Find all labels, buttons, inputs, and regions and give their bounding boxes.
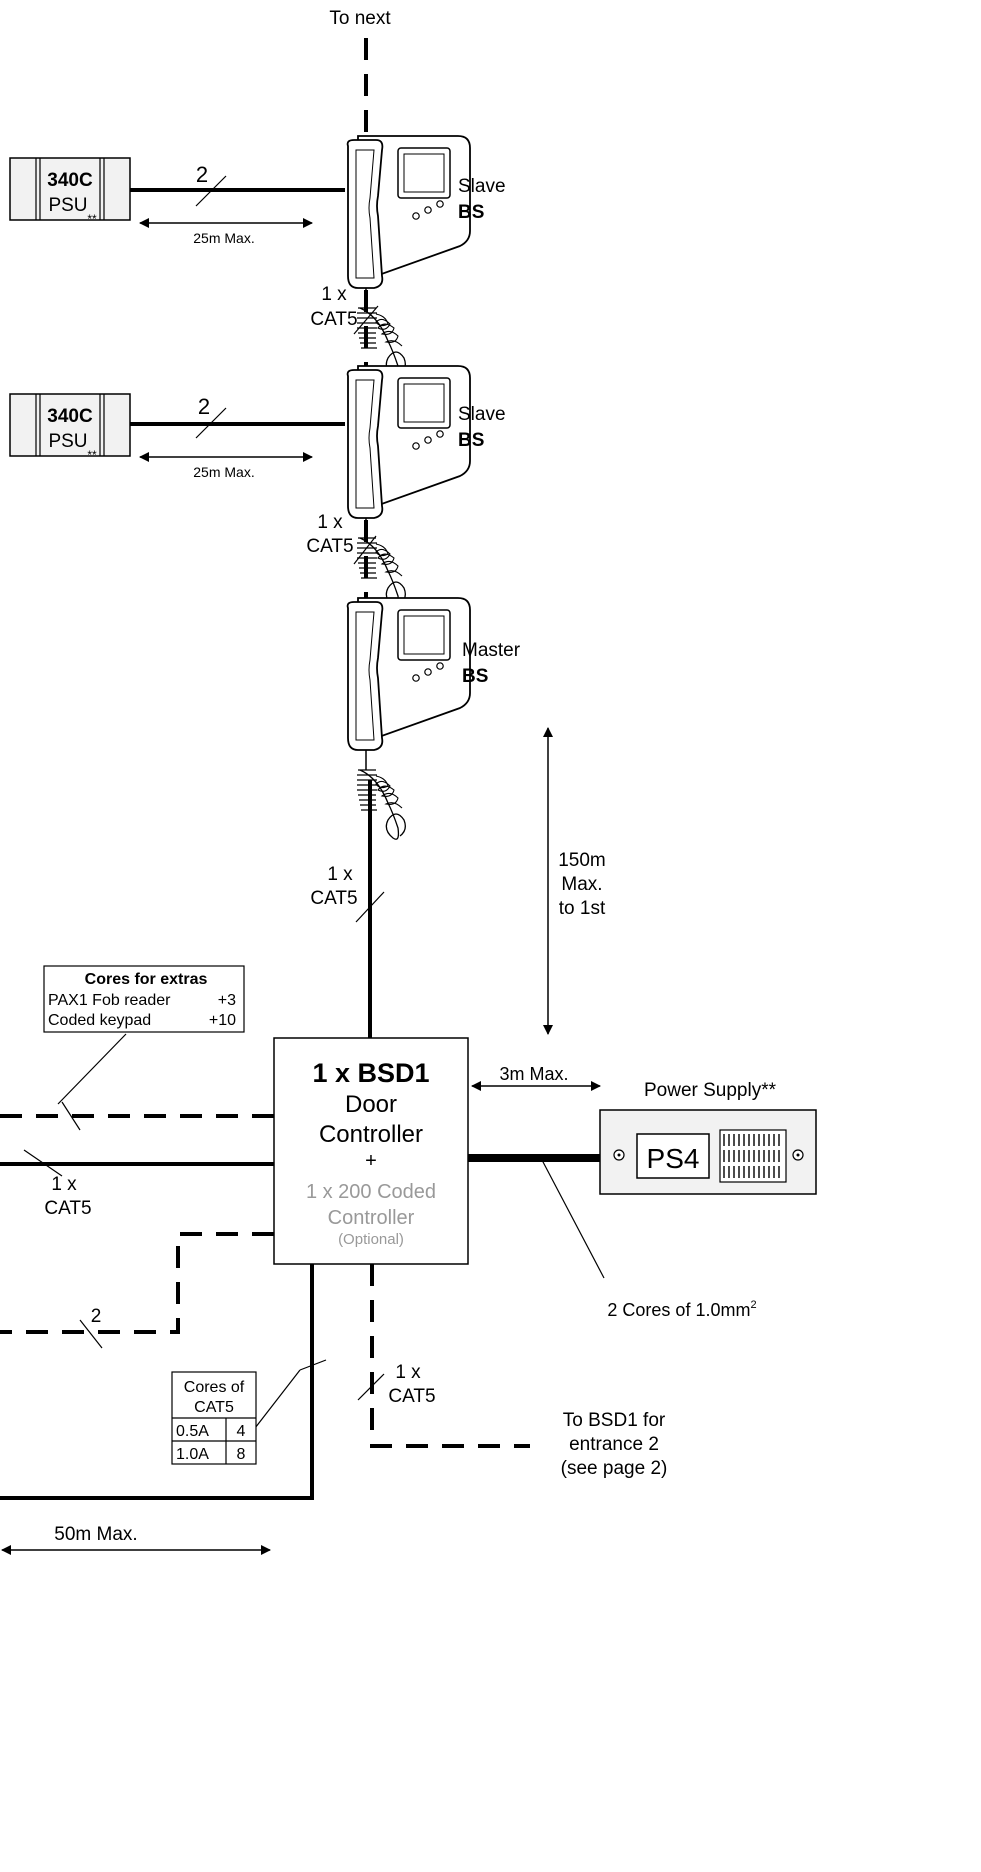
handset-role-1: Slave [458,176,506,197]
psu-distance-2: 25m Max. [193,464,254,480]
top-label: To next [329,8,391,29]
cat5-row2-current: 1.0A [176,1446,209,1463]
extras-item-2: Coded keypad [48,1012,151,1029]
extras-leader [57,1033,127,1105]
controller-opt-line2: Controller [328,1207,415,1229]
entrance2-line1: To BSD1 for [563,1410,666,1431]
controller-plus: + [365,1150,377,1172]
psu-unit-2: 340C PSU ** [9,393,131,462]
wire-tick [195,175,227,207]
riser-cable-qty: 1 x [327,864,353,885]
vent-grille-icon [719,1129,787,1183]
entrance2-line2: entrance 2 [569,1434,659,1455]
psu-mark-2: ** [87,448,97,462]
psu-unit-1: 340C PSU ** [9,157,131,226]
power-supply-label: Power Supply** [644,1080,777,1101]
cat5-row2-cores: 8 [237,1446,246,1463]
controller-line2: Door [345,1091,397,1118]
psu-distance-1: 25m Max. [193,230,254,246]
psu-cores-2: 2 [198,394,210,419]
ps4-unit: PS4 [599,1109,817,1195]
bsd1-controller: 1 x BSD1 Door Controller + 1 x 200 Coded… [273,1037,469,1265]
ps4-model: PS4 [647,1143,700,1174]
cat5-row1-current: 0.5A [176,1423,209,1440]
psu-type-1: PSU [48,195,87,216]
psu-model-2: 340C [47,406,93,427]
cable-type-2: CAT5 [306,536,353,557]
riser-cable-type: CAT5 [310,888,357,909]
wire-tick [195,407,227,439]
riser-distance-3: to 1st [559,898,606,919]
extras-table: Cores for extras PAX1 Fob reader +3 Code… [43,965,245,1033]
cat5-table-title2: CAT5 [194,1399,234,1416]
cable-type-1: CAT5 [310,309,357,330]
cable-qty-2: 1 x [317,512,343,533]
psu-cores-1: 2 [196,162,208,187]
handset-code-1: BS [458,202,484,223]
controller-line1: 1 x BSD1 [312,1058,429,1088]
extras-item-1: PAX1 Fob reader [48,992,171,1009]
entrance2-cable-qty: 1 x [395,1362,421,1383]
riser-distance-2: Max. [561,874,602,895]
left-wire-bottom [0,1264,314,1500]
extras-cores-2: +10 [209,1012,236,1029]
psu-mark-1: ** [87,212,97,226]
cat5-table-title1: Cores of [184,1379,245,1396]
extras-cores-1: +3 [218,992,236,1009]
cat5-cores-table: Cores of CAT5 0.5A 4 1.0A 8 [171,1371,257,1465]
cable-qty-1: 1 x [321,284,347,305]
entrance2-cable-type: CAT5 [388,1386,435,1407]
extras-title: Cores for extras [85,971,208,988]
handset-code-3: BS [462,666,488,687]
handset-code-2: BS [458,430,484,451]
left-cores-2: 2 [91,1306,102,1327]
controller-opt-line3: (Optional) [338,1231,404,1248]
controller-opt-line1: 1 x 200 Coded [306,1181,436,1203]
entrance2-wire [370,1264,530,1448]
ps-cores-note: 2 Cores of 1.0mm2 [607,1299,756,1320]
bottom-distance: 50m Max. [54,1524,137,1545]
left-cable-type: CAT5 [44,1198,91,1219]
controller-line3: Controller [319,1121,423,1148]
riser-distance-1: 150m [558,850,606,871]
left-wire-dashed-2 [0,1232,274,1334]
cat5-table-leader [251,1369,301,1433]
handset-role-3: Master [462,640,521,661]
ps-leader [541,1159,605,1279]
psu-type-2: PSU [48,431,87,452]
psu-model-1: 340C [47,170,93,191]
controller-box [273,1037,469,1265]
master-handset [346,597,471,841]
left-cable-qty: 1 x [51,1174,77,1195]
handset-role-2: Slave [458,404,506,425]
entrance2-line3: (see page 2) [561,1458,668,1479]
cat5-row1-cores: 4 [237,1423,246,1440]
ps-distance: 3m Max. [499,1064,568,1084]
